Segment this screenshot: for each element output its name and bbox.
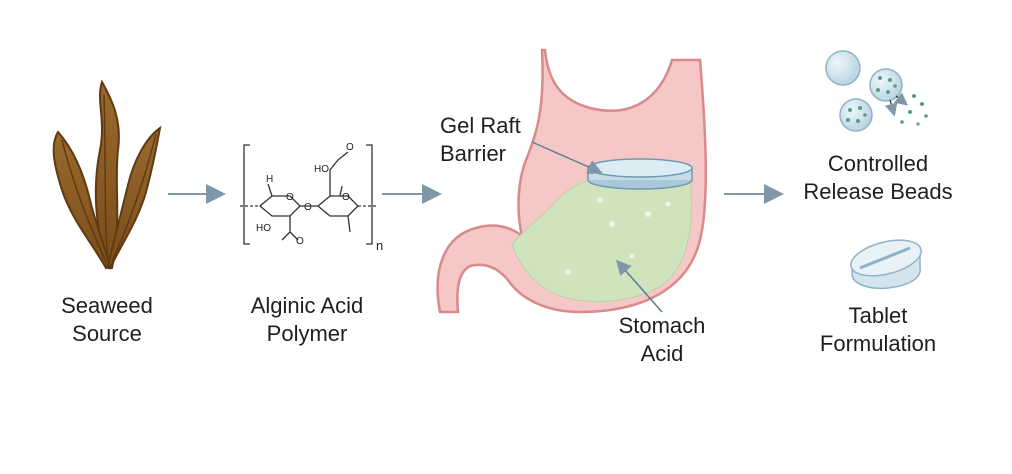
label-o-1: O <box>286 192 294 203</box>
label-n: n <box>376 238 383 253</box>
alginic-acid-structure <box>240 144 378 245</box>
acid-label: Stomach Acid <box>612 312 712 368</box>
label-ho-1: HO <box>256 223 271 234</box>
label-ho-2: HO <box>314 164 329 175</box>
seaweed-illustration <box>52 79 162 270</box>
beads-label-line-2: Release Beads <box>803 179 953 204</box>
acid-pointer <box>616 259 663 313</box>
polymer-label-line-2: Polymer <box>266 321 348 346</box>
tablet-label-line-2: Formulation <box>819 331 937 356</box>
stomach-illustration <box>436 48 708 314</box>
beads-illustration <box>825 50 928 132</box>
bead-large <box>825 50 861 86</box>
seaweed-frond-right <box>106 125 162 270</box>
stomach-acid <box>511 179 692 302</box>
tablet-illustration <box>850 239 922 290</box>
raft-label: Gel Raft Barrier <box>440 112 532 168</box>
structure-labels: H O O O HO O HO O n <box>256 142 383 253</box>
gel-raft <box>587 158 693 190</box>
bead-dotted-bottom <box>839 98 873 132</box>
tablet-label-line-1: Tablet <box>848 303 908 328</box>
seaweed-frond-left <box>52 130 112 270</box>
beads-label: Controlled Release Beads <box>790 150 966 206</box>
seaweed-label: Seaweed Source <box>48 292 166 348</box>
raft-pointer <box>531 141 603 175</box>
seaweed-frond-center <box>94 79 120 269</box>
raft-label-line-2: Barrier <box>440 141 507 166</box>
acid-label-line-1: Stomach <box>618 313 706 338</box>
seaweed-label-line-1: Seaweed <box>61 293 153 318</box>
raft-label-line-1: Gel Raft <box>440 113 521 138</box>
polymer-label: Alginic Acid Polymer <box>232 292 382 348</box>
label-o-5: O <box>346 142 354 153</box>
label-o-2: O <box>304 202 312 213</box>
label-o-3: O <box>342 192 350 203</box>
acid-label-line-2: Acid <box>640 341 684 366</box>
label-h: H <box>266 174 273 185</box>
label-o-4: O <box>296 236 304 247</box>
polymer-label-line-1: Alginic Acid <box>250 293 364 318</box>
seaweed-label-line-2: Source <box>72 321 142 346</box>
beads-label-line-1: Controlled <box>827 151 929 176</box>
tablet-label: Tablet Formulation <box>800 302 956 358</box>
